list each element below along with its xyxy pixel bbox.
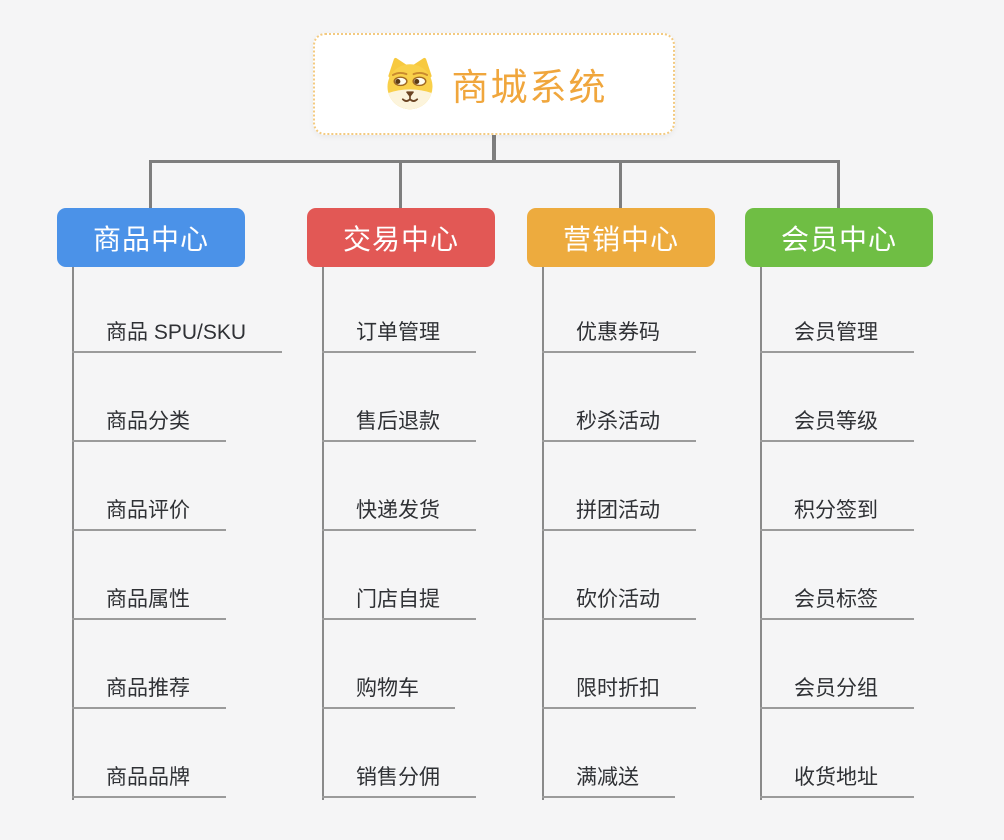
branch-marketing-connector-line xyxy=(542,267,544,800)
node-item[interactable]: 砍价活动 xyxy=(542,587,696,620)
horizontal-bus-connector xyxy=(149,160,840,163)
root-stem-connector xyxy=(492,133,496,163)
node-item[interactable]: 会员管理 xyxy=(760,320,914,353)
node-item[interactable]: 订单管理 xyxy=(322,320,476,353)
node-item[interactable]: 商品属性 xyxy=(72,587,226,620)
branch-header-trade[interactable]: 交易中心 xyxy=(307,208,495,267)
dropper-connector-product xyxy=(149,160,152,208)
node-item[interactable]: 满减送 xyxy=(542,765,675,798)
node-item[interactable]: 商品评价 xyxy=(72,498,226,531)
branch-member-connector-line xyxy=(760,267,762,800)
node-item[interactable]: 拼团活动 xyxy=(542,498,696,531)
branch-header-member[interactable]: 会员中心 xyxy=(745,208,933,267)
node-item[interactable]: 会员等级 xyxy=(760,409,914,442)
node-item[interactable]: 会员标签 xyxy=(760,587,914,620)
node-item[interactable]: 销售分佣 xyxy=(322,765,476,798)
node-item[interactable]: 商品 SPU/SKU xyxy=(72,320,283,353)
branch-product: 商品中心 商品 SPU/SKU 商品分类 商品评价 商品属性 商品推荐 商品品牌 xyxy=(57,0,309,840)
branch-product-connector-line xyxy=(72,267,74,800)
branch-header-marketing[interactable]: 营销中心 xyxy=(527,208,715,267)
dropper-connector-trade xyxy=(399,160,402,208)
branch-marketing: 营销中心 优惠券码 秒杀活动 拼团活动 砍价活动 限时折扣 满减送 xyxy=(527,0,779,840)
branch-trade: 交易中心 订单管理 售后退款 快递发货 门店自提 购物车 销售分佣 xyxy=(307,0,559,840)
branch-member: 会员中心 会员管理 会员等级 积分签到 会员标签 会员分组 收货地址 xyxy=(745,0,997,840)
node-item[interactable]: 积分签到 xyxy=(760,498,914,531)
node-item[interactable]: 商品推荐 xyxy=(72,676,226,709)
node-item[interactable]: 门店自提 xyxy=(322,587,476,620)
branch-trade-connector-line xyxy=(322,267,324,800)
node-item[interactable]: 秒杀活动 xyxy=(542,409,696,442)
branch-header-product[interactable]: 商品中心 xyxy=(57,208,245,267)
root-node[interactable]: 商城系统 xyxy=(313,33,675,135)
node-item[interactable]: 会员分组 xyxy=(760,676,914,709)
node-item[interactable]: 限时折扣 xyxy=(542,676,696,709)
dog-icon xyxy=(387,57,432,110)
dropper-connector-member xyxy=(837,160,840,208)
node-item[interactable]: 优惠券码 xyxy=(542,320,696,353)
node-item[interactable]: 商品分类 xyxy=(72,409,226,442)
node-item[interactable]: 商品品牌 xyxy=(72,765,226,798)
node-item[interactable]: 快递发货 xyxy=(322,498,476,531)
node-item[interactable]: 收货地址 xyxy=(760,765,914,798)
root-title: 商城系统 xyxy=(451,67,608,108)
dropper-connector-marketing xyxy=(619,160,622,208)
node-item[interactable]: 购物车 xyxy=(322,676,455,709)
node-item[interactable]: 售后退款 xyxy=(322,409,476,442)
